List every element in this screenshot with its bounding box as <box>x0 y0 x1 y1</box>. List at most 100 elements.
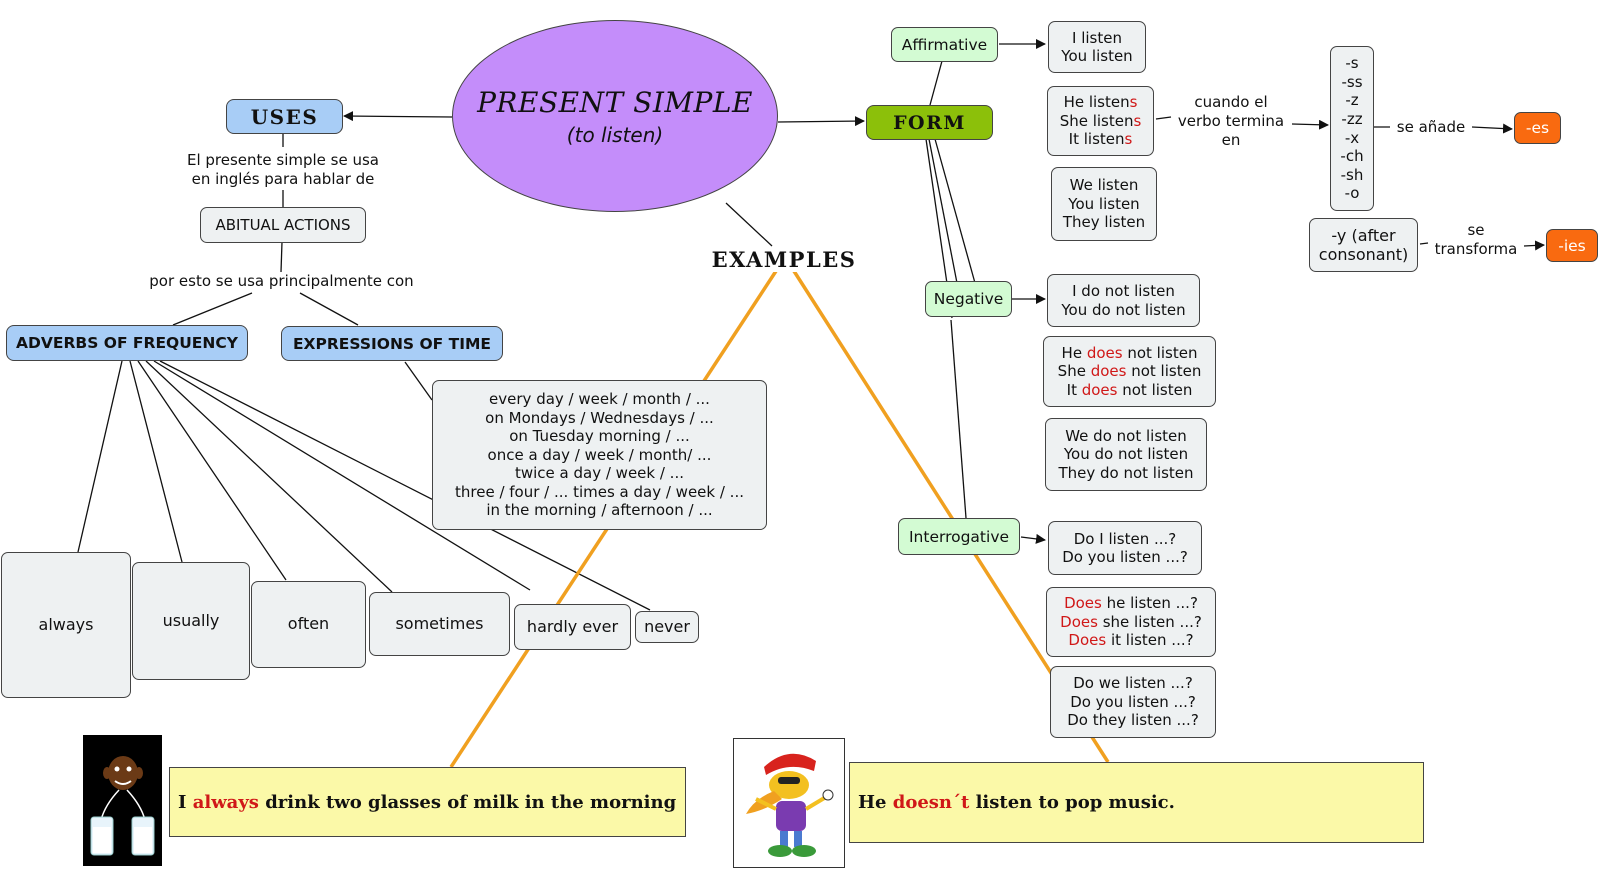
expression-item: every day / week / month / ... <box>489 390 710 409</box>
spelling-condition-text: cuando el verbo termina en <box>1172 93 1290 150</box>
conjugation-line: He listens <box>1064 93 1138 112</box>
interrogative-box-1: Do I listen ...? Do you listen ...? <box>1048 521 1202 575</box>
verb-endings-box: -s -ss -z -zz -x -ch -sh -o <box>1330 46 1374 211</box>
se-anade-text: se añade <box>1390 118 1472 137</box>
adverbs-of-frequency-heading: ADVERBS OF FREQUENCY <box>6 325 248 361</box>
auxiliary: does <box>1090 362 1127 381</box>
uses-link-text: El presente simple se usa en inglés para… <box>180 151 386 188</box>
main-title: PRESENT SIMPLE <box>477 85 753 119</box>
conjugation-line: We do not listen <box>1065 426 1187 445</box>
central-topic: PRESENT SIMPLE (to listen) <box>452 20 778 212</box>
expression-item: three / four / ... times a day / week / … <box>455 482 744 501</box>
expression-item: on Tuesday morning / ... <box>509 427 690 446</box>
conjugation-line: Does he listen ...? <box>1064 594 1198 613</box>
verb-ending: s <box>1133 111 1142 130</box>
es-ending-box: -es <box>1514 112 1561 144</box>
verb-ending-item: -ch <box>1340 147 1364 166</box>
expressions-of-time-box: every day / week / month / ... on Monday… <box>432 380 767 530</box>
conjugation-line: We listen <box>1069 176 1139 195</box>
conjugation-line: You listen <box>1061 47 1133 65</box>
subject: He <box>1061 343 1087 362</box>
conjugation-line: They do not listen <box>1058 463 1194 482</box>
uses-link-line: El presente simple se usa <box>186 151 380 169</box>
conjugation-line: I do not listen <box>1072 282 1175 300</box>
uses-heading-text: USES <box>250 104 319 129</box>
affirmative-box-2: He listens She listens It listens <box>1047 86 1154 156</box>
adverb-text: often <box>287 614 330 634</box>
verb-stem: It listen <box>1068 130 1125 149</box>
conjugation-line: I listen <box>1072 28 1122 47</box>
interrogative-box-2: Does he listen ...? Does she listen ...?… <box>1046 587 1216 657</box>
conjugation-line: He does not listen <box>1062 344 1198 363</box>
verb-stem: She listen <box>1059 111 1134 130</box>
verb-stem: He listen <box>1063 93 1130 112</box>
auxiliary: Does <box>1068 631 1107 650</box>
interrogative-label: Interrogative <box>898 518 1020 555</box>
spelling-condition-line: cuando el <box>1194 93 1268 111</box>
sentence-text: I always drink two glasses of milk in th… <box>178 792 676 813</box>
adverbs-heading-text: ADVERBS OF FREQUENCY <box>16 334 238 352</box>
main-subtitle: (to listen) <box>566 122 664 147</box>
sentence-highlight: doesn´t <box>892 792 970 813</box>
verb-rest: not listen <box>1126 362 1202 381</box>
spelling-condition-line: verbo termina <box>1177 112 1285 130</box>
adverb-text: always <box>38 614 94 634</box>
interrogative-label-text: Interrogative <box>908 527 1010 546</box>
y-ending-line: -y (after <box>1331 226 1396 245</box>
sentence-end: listen to pop music. <box>969 792 1175 813</box>
sentence-end: drink two glasses of milk in the morning <box>258 791 677 813</box>
conjugation-line: It does not listen <box>1067 381 1193 400</box>
conjugation-line: You listen <box>1068 194 1140 213</box>
conjugation-line: They listen <box>1062 213 1146 232</box>
negative-box-2: He does not listen She does not listen I… <box>1043 336 1216 407</box>
adverb-usually: usually <box>132 562 250 680</box>
adverb-text: never <box>644 616 690 636</box>
question-rest: it listen ...? <box>1106 631 1194 650</box>
expression-item: once a day / week / month/ ... <box>487 445 712 464</box>
affirmative-box-3: We listen You listen They listen <box>1051 167 1157 241</box>
sentence-start: He <box>858 792 893 813</box>
conjugation-line: It listens <box>1069 130 1133 149</box>
verb-ending-item: -ss <box>1341 72 1363 91</box>
verb-ending: s <box>1129 93 1138 112</box>
negative-box-1: I do not listen You do not listen <box>1047 274 1200 327</box>
conjugation-line: Do you listen ...? <box>1062 548 1188 566</box>
auxiliary: does <box>1086 343 1123 362</box>
examples-heading: EXAMPLES <box>682 248 886 272</box>
conjugation-line: Do you listen ...? <box>1070 692 1196 711</box>
subject: She <box>1057 362 1091 381</box>
verb-ending-item: -sh <box>1340 165 1364 184</box>
negative-label: Negative <box>925 281 1012 317</box>
verb-ending-item: -zz <box>1341 109 1363 128</box>
expressions-heading-text: EXPRESSIONS OF TIME <box>292 334 492 353</box>
adverb-often: often <box>251 581 366 668</box>
uses-link-line: en inglés para hablar de <box>191 169 375 188</box>
subject: It <box>1066 380 1082 399</box>
verb-ending-item: -z <box>1345 91 1359 110</box>
habitual-actions-text: ABITUAL ACTIONS <box>215 215 351 234</box>
milk-boy-illustration <box>90 756 155 856</box>
spelling-condition-line: en <box>1221 131 1241 149</box>
example-sentence-always: I always drink two glasses of milk in th… <box>169 767 686 837</box>
expressions-of-time-heading: EXPRESSIONS OF TIME <box>281 326 503 361</box>
sentence-highlight: always <box>192 791 259 813</box>
expression-item: in the morning / afternoon / ... <box>486 501 713 520</box>
ies-ending-text: -ies <box>1558 236 1586 255</box>
conjugation-line: Do I listen ...? <box>1073 529 1177 548</box>
adverb-text: hardly ever <box>526 616 619 636</box>
negative-label-text: Negative <box>933 290 1004 308</box>
transform-line: transforma <box>1434 239 1518 258</box>
habitual-actions-box: ABITUAL ACTIONS <box>200 207 366 243</box>
adverb-text: usually <box>162 610 220 630</box>
verb-rest: not listen <box>1122 343 1198 362</box>
question-rest: she listen ...? <box>1097 612 1202 631</box>
example-sentence-doesnt: He doesn´t listen to pop music. <box>849 762 1424 843</box>
conjugation-line: You do not listen <box>1063 445 1189 464</box>
conjugation-line: Do they listen ...? <box>1067 711 1199 730</box>
affirmative-label-text: Affirmative <box>901 35 988 54</box>
conjugation-line: Does she listen ...? <box>1060 613 1202 632</box>
adverb-sometimes: sometimes <box>369 592 510 656</box>
y-ending-line: consonant) <box>1318 245 1409 264</box>
conjugation-line: She does not listen <box>1058 362 1202 381</box>
conjugation-line: You do not listen <box>1061 300 1186 319</box>
